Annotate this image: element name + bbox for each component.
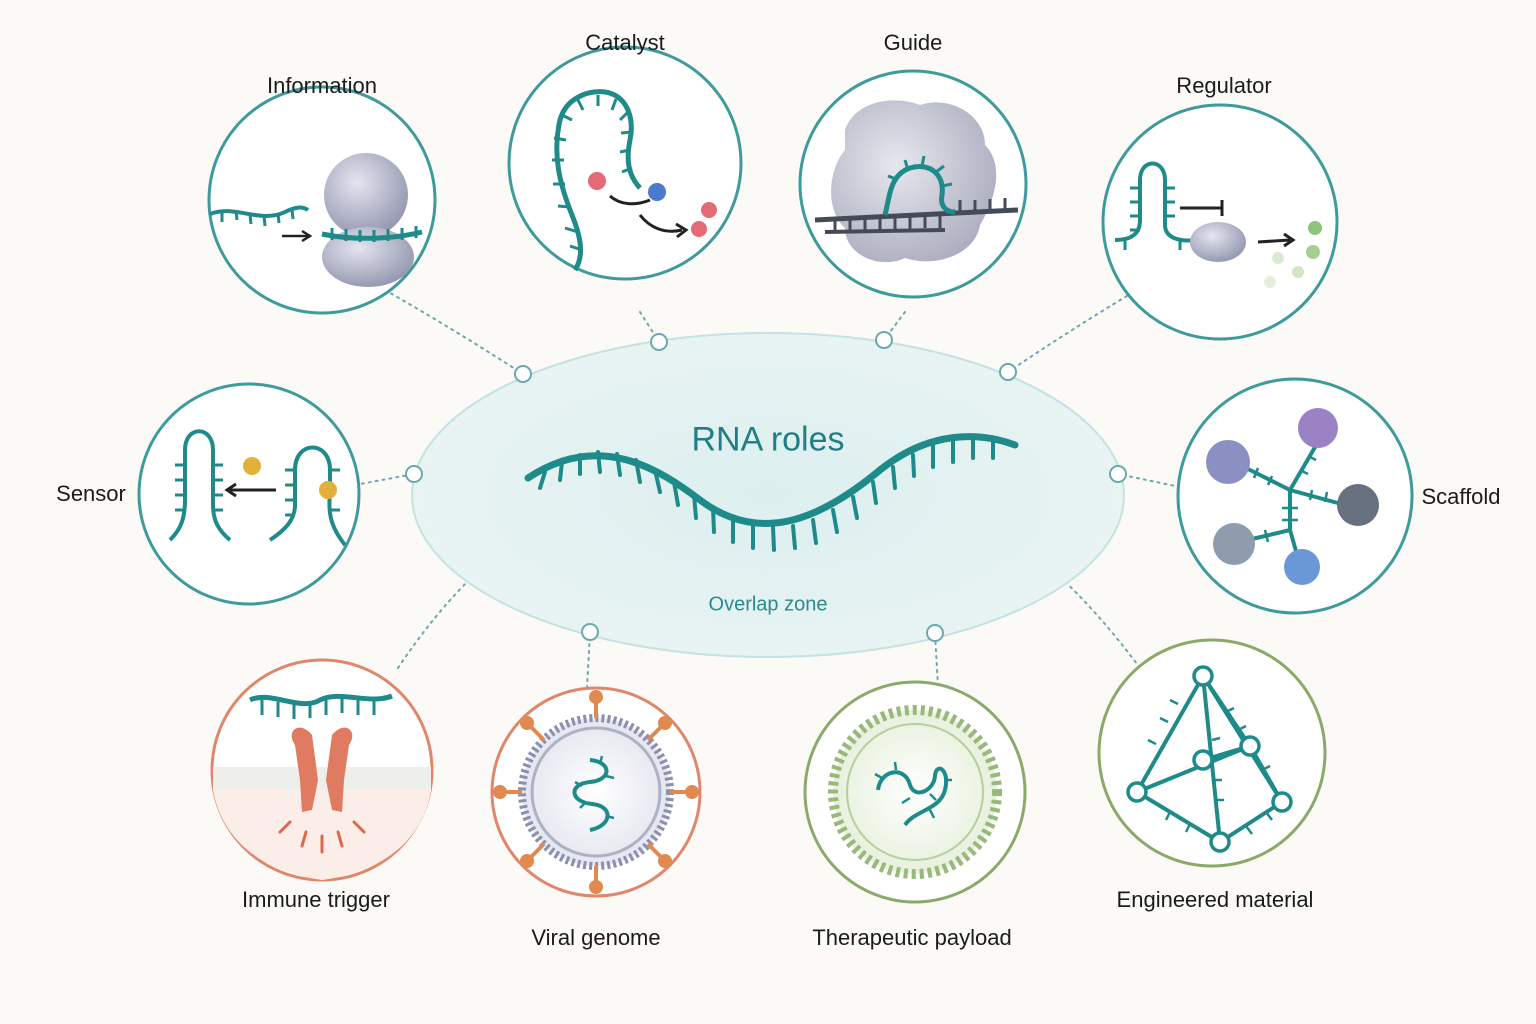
immune-trigger-panel [210,658,434,882]
central-rna-bases [538,435,995,552]
junction-node [1109,465,1127,483]
ligand-molecule [243,457,261,475]
scaffold-label: Scaffold [1421,484,1501,509]
diagram-title: RNA roles [691,420,845,459]
substrate-molecule [588,172,606,190]
information-label: Information [266,73,378,98]
viral-genome-label: Viral genome [531,925,661,950]
lattice-node [1271,791,1293,813]
sensor-label: Sensor [56,481,126,506]
product-molecule [701,202,717,218]
ribosome-large-subunit [324,153,408,237]
junction-node [650,333,668,351]
product-molecule [691,221,707,237]
scaffold-protein [1284,549,1320,585]
junction-nodes [405,331,1127,642]
information-panel [207,85,437,315]
junction-node [926,624,944,642]
scaffold-panel [1176,377,1414,615]
product-dot [1292,266,1304,278]
product-dot [1264,276,1276,288]
sensor-panel [137,382,361,606]
product-dot [1306,245,1320,259]
product-dot [1272,252,1284,264]
catalyst-panel [507,45,743,281]
therapeutic-payload-label: Therapeutic payload [812,925,1012,950]
junction-node [514,365,532,383]
guide-label: Guide [883,30,943,55]
engineered-material-label: Engineered material [1116,887,1314,912]
overlap-zone [411,332,1125,658]
scaffold-protein [1213,523,1255,565]
target-protein [1190,222,1246,262]
regulator-label: Regulator [1176,73,1272,98]
scaffold-protein [1206,440,1250,484]
lattice-node [1239,735,1261,757]
overlap-zone-label: Overlap zone [708,593,828,616]
substrate-molecule [648,183,666,201]
engineered-material-panel [1097,638,1327,868]
central-rna-strand [524,433,1019,527]
ribosome-small-subunit [322,227,414,287]
regulator-panel [1101,103,1339,341]
immune-trigger-label: Immune trigger [242,887,390,912]
product-dot [1308,221,1322,235]
catalyst-label: Catalyst [585,30,665,55]
lattice-node [1126,781,1148,803]
receptor-subunit [291,727,318,812]
junction-node [405,465,423,483]
junction-node [581,623,599,641]
bound-ligand [319,481,337,499]
junction-node [875,331,893,349]
junction-node [999,363,1017,381]
viral-genome-panel [490,686,702,898]
receptor-subunit [326,727,353,812]
therapeutic-payload-panel [803,680,1027,904]
scaffold-protein [1298,408,1338,448]
cas-protein [831,100,997,263]
lattice-node [1192,749,1214,771]
lattice-node [1192,665,1214,687]
guide-panel [798,69,1028,299]
lattice-node [1209,831,1231,853]
scaffold-protein [1337,484,1379,526]
